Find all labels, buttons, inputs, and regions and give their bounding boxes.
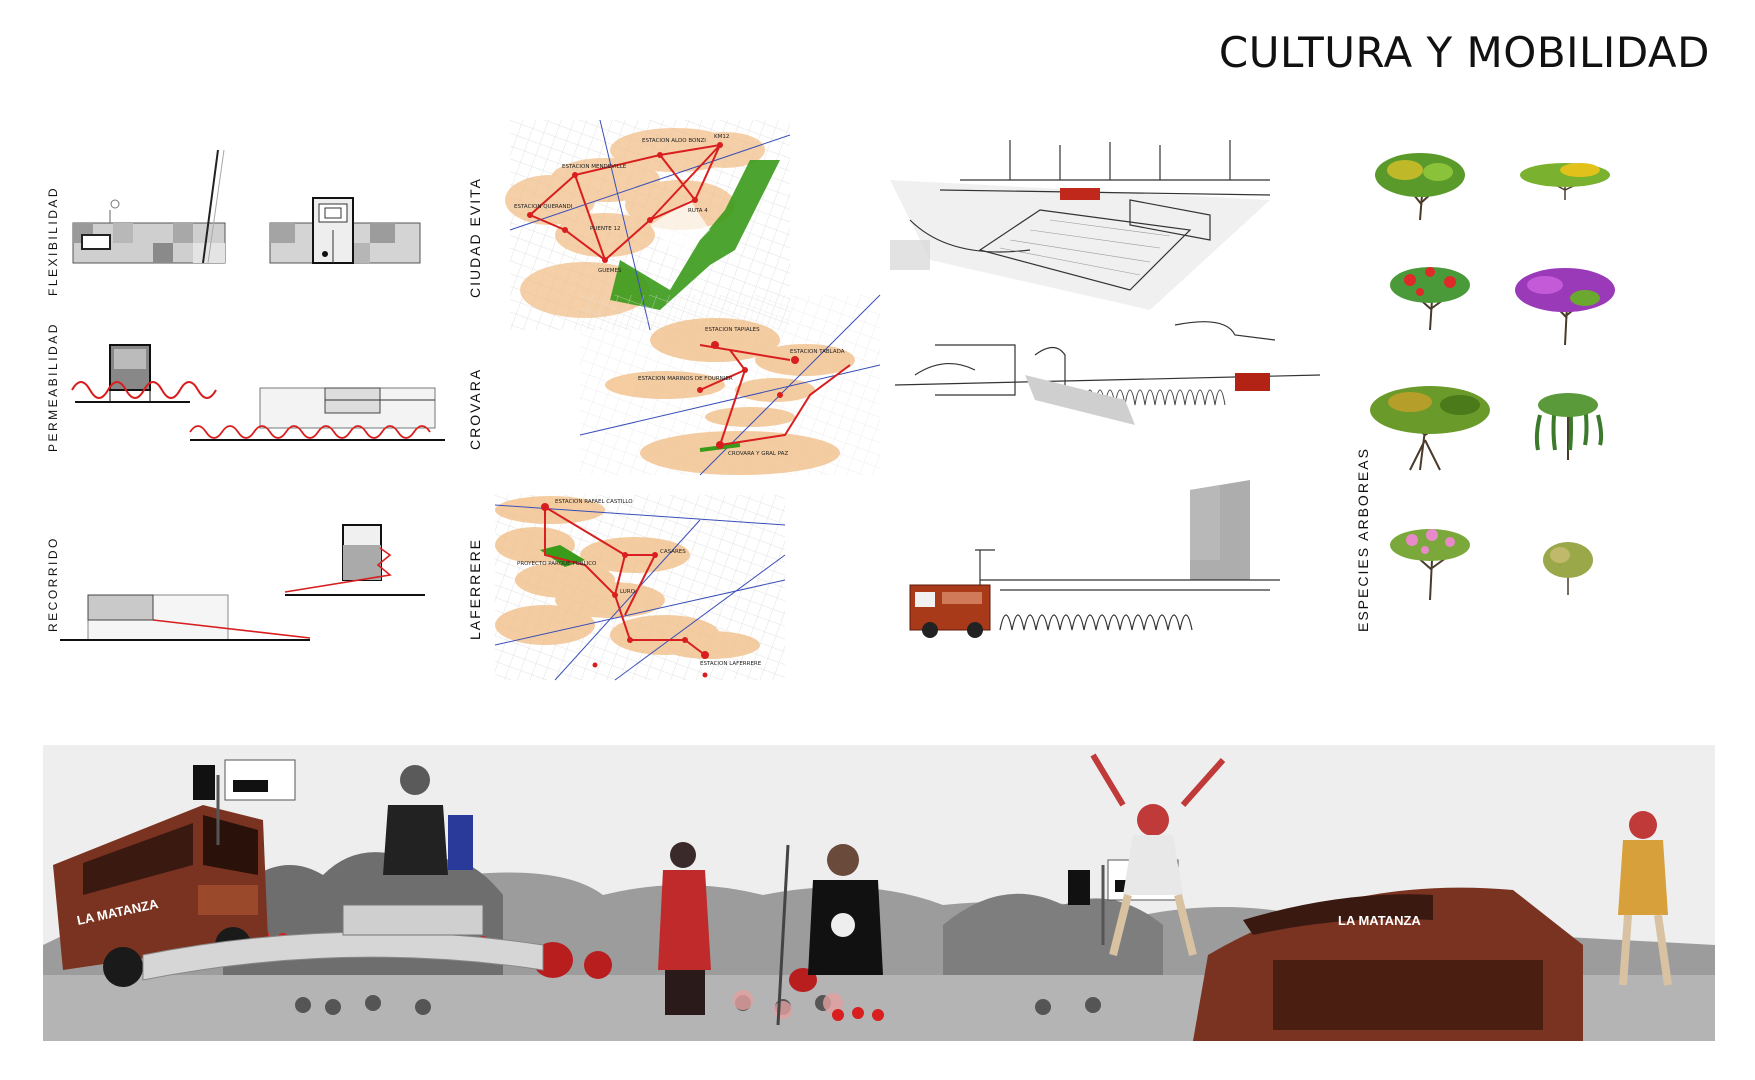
recorrido-diagram: [60, 524, 425, 641]
collage-scene: LA MATANZA: [43, 753, 1715, 1041]
label-flexibilidad: FLEXIBILIDAD: [46, 185, 60, 296]
drummer: [342, 765, 484, 936]
lf-station-rafael-castillo: ESTACION RAFAEL CASTILLO: [555, 499, 633, 505]
tree-red-flower: [1390, 267, 1470, 331]
label-crovara: CROVARA: [467, 367, 483, 450]
label-laferrere: LAFERRERE: [467, 537, 483, 640]
label-permeabilidad: PERMEABILIDAD: [46, 322, 60, 452]
flex-grid-right: [269, 197, 421, 264]
label-especies-arboreas: ESPECIES ARBOREAS: [1355, 447, 1371, 632]
tree-yellow-green-1: [1375, 153, 1465, 221]
sketch-bus-market: [909, 480, 1280, 638]
ce-station-puente12: PUENTE 12: [590, 226, 621, 232]
cr-station-tapiales: ESTACION TAPIALES: [705, 327, 760, 333]
cr-station-crovara-gral-paz: CROVARA Y GRAL PAZ: [728, 451, 788, 457]
sketch-plaza: [890, 140, 1271, 310]
perm-left: [71, 344, 217, 403]
trees-grid: [1370, 153, 1615, 601]
tree-yellow-green-2: [1520, 163, 1610, 200]
ce-station-ruta4: RUTA 4: [688, 208, 708, 214]
label-ciudad-evita: CIUDAD EVITA: [467, 177, 483, 298]
collage-bus-right: LA MATANZA: [1193, 887, 1583, 1041]
bus-right-sign: LA MATANZA: [1338, 913, 1421, 928]
permeabilidad-diagram: [71, 344, 445, 441]
flexibilidad-diagram: [72, 149, 421, 264]
ce-station-aldo-bonzi: ESTACION ALDO BONZI: [642, 138, 706, 144]
cr-station-marinos: ESTACION MARINOS DE FOURNIER: [638, 376, 733, 382]
lf-parque-publico: PROYECTO PARQUE PUBLICO: [517, 561, 597, 567]
dancer-right: [1618, 811, 1672, 986]
lf-station-luro: LURO: [620, 589, 636, 595]
perm-right: [189, 387, 445, 441]
ce-station-mendeville: ESTACION MENDEVILLE: [562, 164, 627, 170]
map-crovara: ESTACION TAPIALES ESTACION TABLADA ESTAC…: [579, 294, 881, 476]
page-title: CULTURA Y MOBILIDAD: [1218, 28, 1710, 77]
flex-grid-left: [72, 149, 226, 264]
microphone-stand: [776, 844, 790, 1026]
label-recorrido: RECORRIDO: [46, 536, 60, 632]
cr-station-tablada: ESTACION TABLADA: [790, 349, 845, 355]
tree-pink-flower: [1390, 529, 1470, 601]
ce-station-guemes: GUEMES: [598, 268, 622, 274]
ce-station-querandi: ESTACION QUERANDI: [514, 204, 573, 210]
percussionist-man: [808, 844, 883, 975]
lf-station-laferrere: ESTACION LAFERRERE: [700, 661, 762, 667]
factory-sign-left: [193, 759, 296, 845]
sketch-bus: [909, 584, 991, 638]
tree-purple-flower: [1515, 268, 1615, 346]
dancer-jumping: [1090, 753, 1226, 956]
ce-station-km12: KM12: [714, 134, 729, 140]
tree-small-olive: [1543, 542, 1593, 595]
map-laferrere: ESTACION RAFAEL CASTILLO PROYECTO PARQUE…: [494, 495, 786, 681]
cultural-collage: LA MATANZA: [43, 745, 1715, 1041]
tree-large-spreading: [1370, 386, 1490, 471]
singer-woman: [658, 842, 711, 1015]
rec-left: [60, 594, 311, 641]
rec-right: [284, 524, 425, 596]
sketch-street: [894, 321, 1321, 425]
tree-weeping: [1534, 393, 1604, 460]
lf-station-casares: CASARES: [660, 549, 686, 555]
